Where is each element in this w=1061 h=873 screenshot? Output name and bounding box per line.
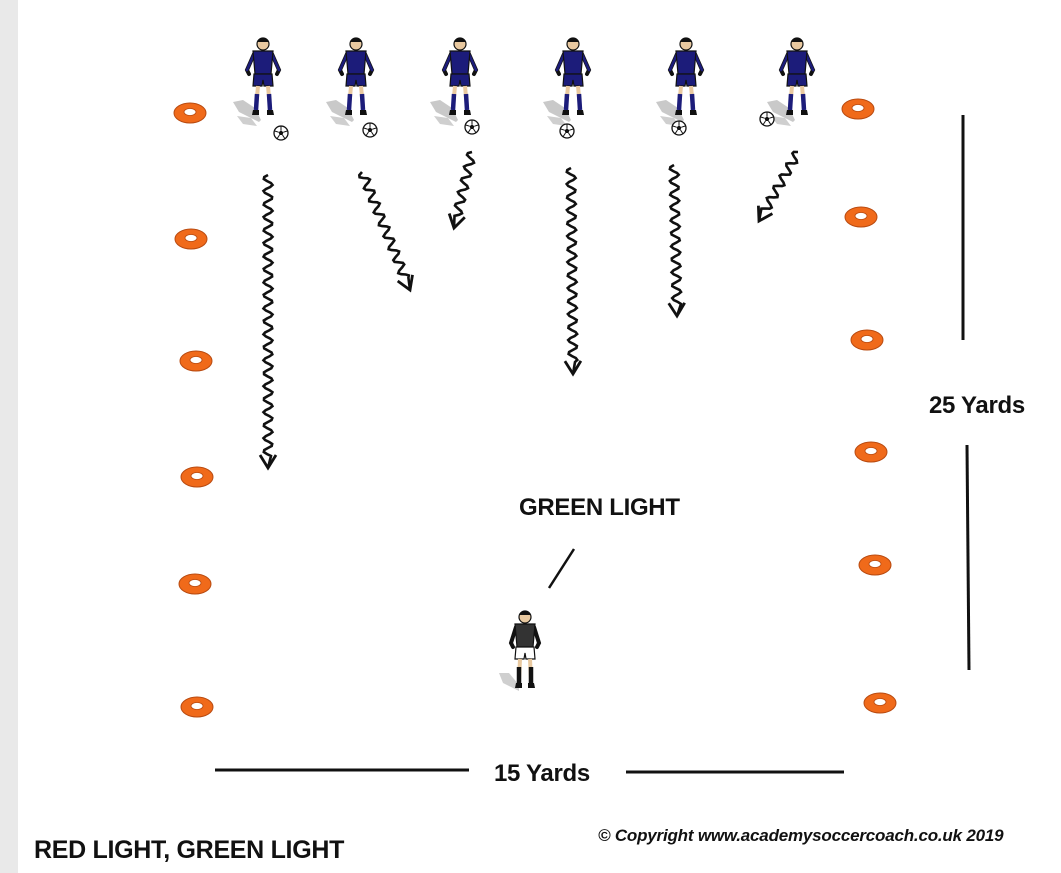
player-3 (430, 38, 476, 126)
player-2 (326, 38, 372, 126)
ball-icon (464, 119, 480, 135)
arrowhead-icon (396, 274, 414, 293)
width-label: 15 Yards (494, 760, 590, 787)
length-label: 25 Yards (929, 392, 1025, 419)
cone-left-4 (180, 466, 214, 488)
copyright-text: © Copyright www.academysoccercoach.co.uk… (598, 826, 1004, 845)
ball-icon (273, 125, 289, 141)
cone-left-1 (173, 102, 207, 124)
dribble-arrow-5 (668, 163, 683, 317)
cone-left-5 (178, 573, 212, 595)
dribble-arrow-2 (357, 171, 412, 291)
player-4 (543, 38, 589, 126)
arrowhead-icon (563, 360, 583, 377)
arrowhead-icon (447, 213, 466, 231)
ball-icon (362, 122, 378, 138)
arrowhead-icon (258, 454, 278, 471)
player-1 (233, 38, 279, 126)
player-5 (656, 38, 702, 126)
drill-title: RED LIGHT, GREEN LIGHT (34, 836, 345, 864)
arrowhead-icon (667, 302, 686, 319)
cone-right-3 (850, 329, 884, 351)
dribble-arrow-6 (757, 150, 799, 222)
length-line-bottom (965, 444, 971, 671)
coach (499, 611, 539, 691)
cones-right (841, 98, 897, 714)
player-6 (767, 38, 813, 126)
cone-right-2 (844, 206, 878, 228)
players (233, 38, 813, 141)
dribble-arrow-1 (261, 173, 275, 469)
ball-icon (559, 123, 575, 139)
cone-right-5 (858, 554, 892, 576)
cone-right-6 (863, 692, 897, 714)
cone-left-6 (180, 696, 214, 718)
green-light-label: GREEN LIGHT (519, 494, 680, 521)
green-light-pointer (547, 548, 576, 589)
cones-left (173, 102, 214, 718)
cone-left-2 (174, 228, 208, 250)
drill-canvas (18, 0, 1061, 873)
dribble-arrows (258, 150, 799, 471)
cone-right-4 (854, 441, 888, 463)
cone-right-1 (841, 98, 875, 120)
dribble-arrow-3 (452, 150, 476, 229)
ball-icon (759, 111, 775, 127)
dribble-arrow-4 (564, 166, 580, 375)
cone-left-3 (179, 350, 213, 372)
ball-icon (671, 120, 687, 136)
arrowhead-icon (757, 205, 774, 224)
